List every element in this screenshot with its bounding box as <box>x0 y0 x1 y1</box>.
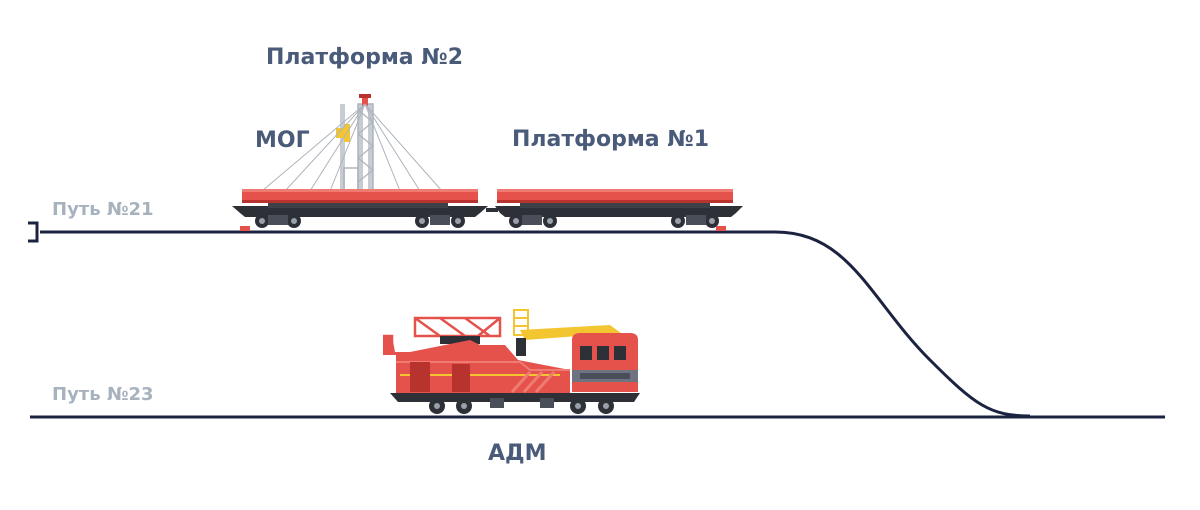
platform1-label: Платформа №1 <box>512 127 710 152</box>
roof-rack <box>413 316 502 338</box>
platform1-wagon <box>495 189 743 231</box>
track21-label: Путь №21 <box>52 199 154 220</box>
platform2-label: Платформа №2 <box>266 45 464 70</box>
crane-boom <box>513 309 625 356</box>
track-21 <box>28 221 1031 418</box>
track23-label: Путь №23 <box>52 384 154 405</box>
adm-label: АДМ <box>488 441 547 466</box>
adm-railcar <box>383 309 640 414</box>
platform2-wagon <box>232 94 488 231</box>
mog-label: МОГ <box>255 128 310 153</box>
coupler <box>486 208 498 212</box>
mog-mast <box>261 94 443 194</box>
